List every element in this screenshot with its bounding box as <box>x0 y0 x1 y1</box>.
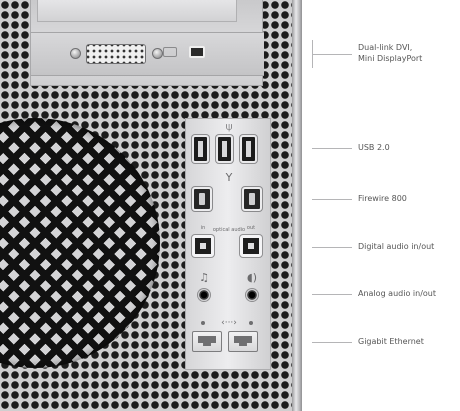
perforated-rear-panel: ⍦ Y optical audio in out ♫ ◖) ‹···› <box>0 0 300 411</box>
dvi-callout-line <box>312 54 352 55</box>
dvi-screw-right <box>152 48 163 59</box>
optical-audio-out-port <box>240 235 262 257</box>
dvi-callout-line2: Mini DisplayPort <box>358 54 423 63</box>
ethernet-port-1 <box>192 331 222 352</box>
panel-edge <box>292 0 302 411</box>
usb-callout-line <box>312 148 352 149</box>
ethernet-port-2 <box>228 331 258 352</box>
ethernet-callout-line <box>312 342 352 343</box>
firewire-callout: Firewire 800 <box>358 194 407 203</box>
analog-audio-callout-line <box>312 294 352 295</box>
display-icon <box>163 47 177 57</box>
dvi-port <box>86 44 146 64</box>
optical-in-label: in <box>200 225 206 231</box>
firewire-port-1 <box>192 187 212 211</box>
ethernet-led-1 <box>201 321 205 325</box>
analog-audio-in-jack <box>198 289 210 301</box>
dvi-callout: Dual-link DVI, Mini DisplayPort <box>358 42 422 64</box>
digital-audio-callout-line <box>312 247 352 248</box>
firewire-icon: Y <box>225 171 233 184</box>
pci-slot-cover <box>37 0 237 22</box>
dvi-callout-line1: Dual-link DVI, <box>358 43 413 52</box>
ethernet-led-2 <box>249 321 253 325</box>
headphone-icon: ♫ <box>199 271 209 284</box>
firewire-callout-line <box>312 199 352 200</box>
ethernet-icon: ‹···› <box>221 318 237 328</box>
usb-icon: ⍦ <box>225 120 233 133</box>
speaker-icon: ◖) <box>246 271 258 284</box>
analog-audio-callout: Analog audio in/out <box>358 289 436 298</box>
dvi-screw-left <box>70 48 81 59</box>
optical-out-label: out <box>246 225 256 231</box>
ethernet-callout: Gigabit Ethernet <box>358 337 424 346</box>
mini-displayport-port <box>189 46 205 58</box>
usb-callout: USB 2.0 <box>358 143 390 152</box>
io-port-panel: ⍦ Y optical audio in out ♫ ◖) ‹···› <box>185 118 271 370</box>
usb-port-1 <box>192 135 209 163</box>
firewire-port-2 <box>242 187 262 211</box>
analog-audio-out-jack <box>246 289 258 301</box>
digital-audio-callout: Digital audio in/out <box>358 242 435 251</box>
graphics-card-bracket <box>31 32 264 76</box>
optical-audio-label: optical audio <box>212 227 246 233</box>
optical-audio-in-port <box>192 235 214 257</box>
fan-grille <box>0 118 160 368</box>
pci-slot <box>30 0 264 86</box>
usb-port-3 <box>240 135 257 163</box>
usb-port-2 <box>216 135 233 163</box>
